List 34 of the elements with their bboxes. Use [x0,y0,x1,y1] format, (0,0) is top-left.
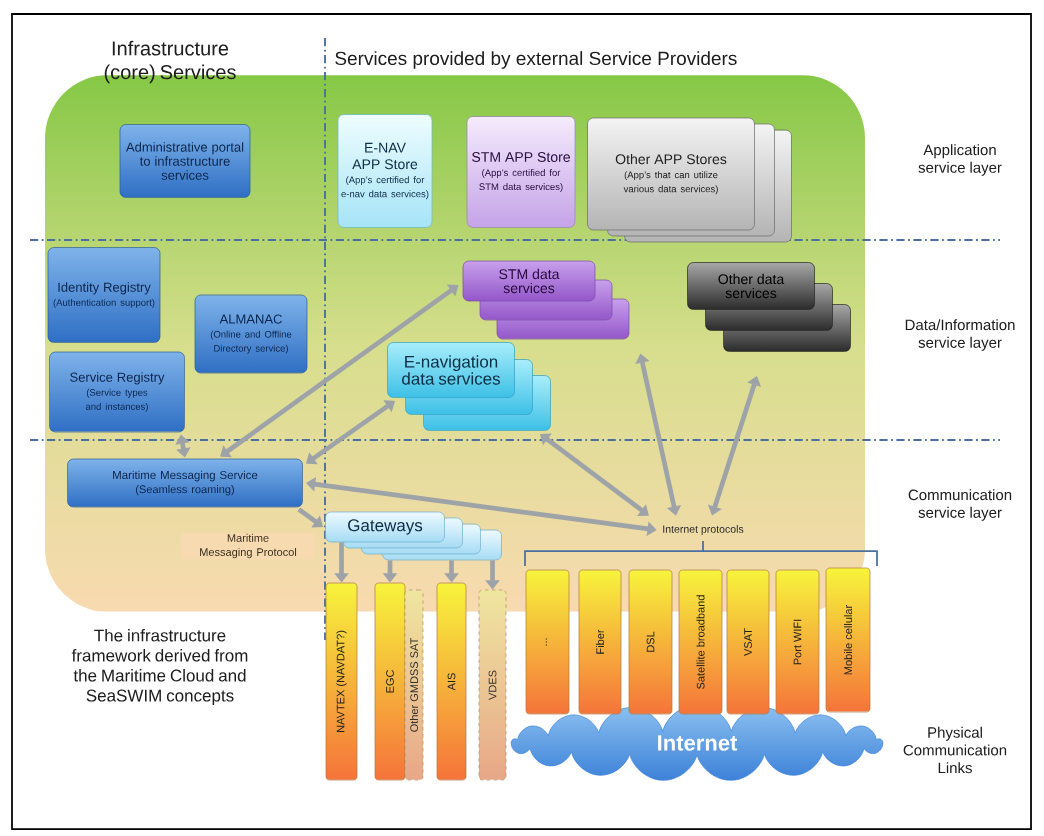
layer-heading: Services provided by external Service Providers [335,51,737,69]
link-bar: Port WIFI [775,569,820,715]
stacked-service-box: Other APP Stores (App’s that can utilize various data services) [587,117,792,243]
link-bar: Other GMDSS SAT [404,589,424,781]
link-bar: Satellite broadband [678,569,723,715]
layer-heading: Communication service layer [908,489,1012,521]
service-box: E-NAV APP Store (App’s certified for e-nav data services) [337,114,433,228]
stacked-service-box: STM data services [462,260,630,340]
service-box: Maritime Messaging Service (Seamless roaming) [67,458,303,508]
stacked-service-box: Gateways [325,511,502,561]
link-bar: Mobile cellular [825,567,871,713]
link-bar: NAVTEX (NAVDAT?) [325,582,358,781]
link-bar: VDES [478,589,507,781]
service-box: Administrative portal to infrastructure services [119,124,251,198]
layer-heading: Data/Information service layer [905,319,1015,351]
edge-label: Maritime Messaging Protocol [180,532,316,560]
stacked-service-box: E-navigation data services [387,342,551,431]
protocol-label: Internet protocols [663,525,744,535]
layer-heading: Physical Communication Links [903,726,1007,774]
link-bar: DSL [628,569,673,715]
link-bar: EGC [374,582,406,781]
layer-heading: The infrastructure framework derived from the Maritime Cloud and SeaSWIM concepts [71,629,248,705]
service-box: STM APP Store (App’s certified for STM data services) [466,116,576,228]
layer-heading: Application service layer [918,144,1002,176]
link-bar: ... [525,569,570,715]
link-bar: Fiber [578,569,622,715]
service-box: ALMANAC (Online and Offline Directory service) [194,294,308,374]
arrow [220,284,459,458]
service-box: Service Registry (Service types and instances) [49,351,185,433]
stacked-service-box: Other data services [687,262,851,352]
service-box: Identity Registry (Authentication support) [47,247,161,343]
link-bar: AIS [436,582,467,781]
node-label: STM data services [499,268,560,294]
link-bar: VSAT [726,569,770,715]
